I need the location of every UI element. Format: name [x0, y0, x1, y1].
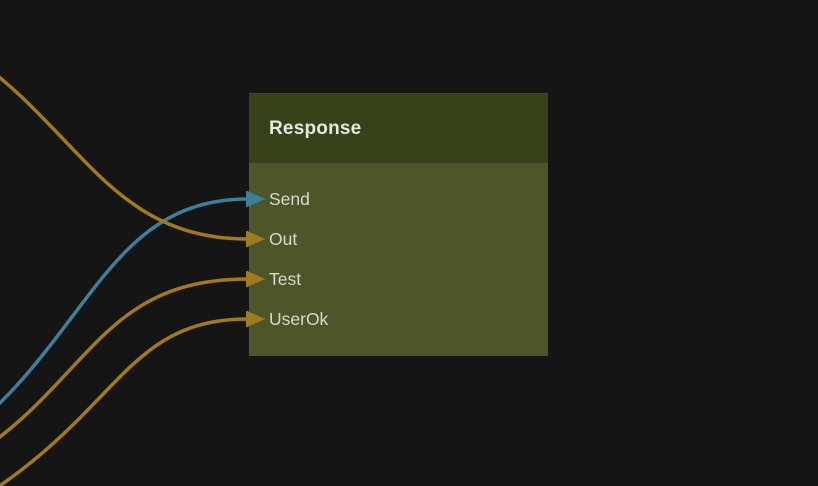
port-label: UserOk [269, 308, 329, 329]
port-row-test[interactable]: Test [249, 259, 548, 299]
port-row-out[interactable]: Out [249, 219, 548, 259]
wire-to-userok[interactable] [0, 317, 250, 486]
port-label: Out [269, 228, 298, 249]
node-title: Response [269, 117, 362, 139]
node-header[interactable]: Response [249, 93, 548, 163]
port-row-userok[interactable]: UserOk [249, 299, 548, 339]
port-row-send[interactable]: Send [249, 179, 548, 219]
wire-to-test[interactable] [0, 277, 250, 458]
wire-to-out[interactable] [0, 55, 250, 241]
port-label: Send [269, 188, 310, 209]
wire-to-send[interactable] [0, 197, 250, 430]
port-label: Test [269, 268, 302, 289]
